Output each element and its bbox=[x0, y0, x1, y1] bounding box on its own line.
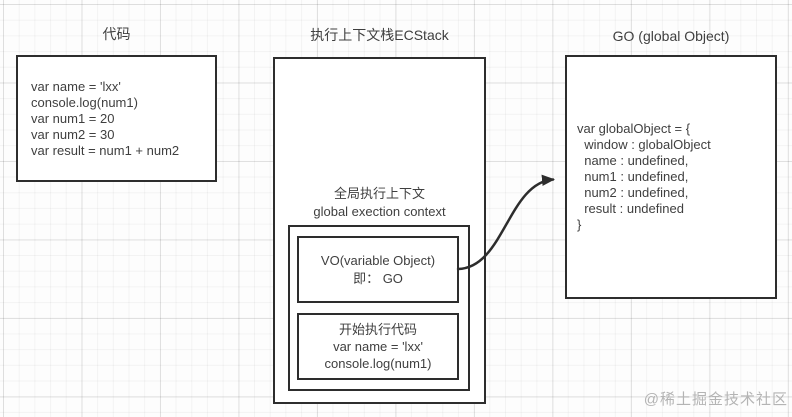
variable-object-box: VO(variable Object) 即： GO bbox=[297, 236, 459, 303]
vo-box-line: 即： GO bbox=[353, 270, 403, 286]
global-context-label-en: global exection context bbox=[313, 203, 446, 219]
exec-code-line: console.log(num1) bbox=[324, 356, 432, 371]
ecstack-panel: 全局执行上下文 global exection context VO(varia… bbox=[273, 57, 486, 404]
vo-box-line: VO(variable Object) bbox=[320, 252, 436, 268]
code-line: var result = num1 + num2 bbox=[31, 142, 180, 158]
global-context-label-zh: 全局执行上下文 bbox=[333, 186, 425, 201]
code-line: var name = 'lxx' bbox=[31, 78, 121, 94]
global-execution-context-box: VO(variable Object) 即： GO 开始执行代码 var nam… bbox=[288, 225, 470, 391]
code-panel-title: 代码 bbox=[102, 26, 131, 42]
watermark: @稀土掘金技术社区 bbox=[643, 391, 788, 408]
code-line: var num1 = 20 bbox=[31, 110, 115, 126]
code-line: var num2 = 30 bbox=[31, 126, 115, 142]
go-object-line: var globalObject = { bbox=[577, 121, 691, 136]
exec-code-line: 开始执行代码 bbox=[338, 322, 417, 337]
exec-code-box: 开始执行代码 var name = 'lxx' console.log(num1… bbox=[297, 313, 459, 380]
ecstack-panel-title: 执行上下文栈ECStack bbox=[310, 27, 449, 43]
go-object-line: num1 : undefined, bbox=[577, 169, 689, 184]
go-object-line: num2 : undefined, bbox=[577, 185, 689, 200]
code-panel: var name = 'lxx' console.log(num1) var n… bbox=[16, 55, 217, 182]
exec-code-line: var name = 'lxx' bbox=[333, 339, 423, 354]
go-object-line: result : undefined bbox=[577, 201, 684, 216]
code-line: console.log(num1) bbox=[31, 94, 138, 110]
go-panel-title: GO (global Object) bbox=[612, 28, 730, 44]
global-context-label: 全局执行上下文 global exection context bbox=[275, 185, 484, 220]
go-object-line: name : undefined, bbox=[577, 153, 689, 168]
go-object-line: window : globalObject bbox=[577, 137, 711, 152]
go-panel: var globalObject = { window : globalObje… bbox=[565, 55, 777, 299]
go-object-line: } bbox=[577, 217, 582, 232]
